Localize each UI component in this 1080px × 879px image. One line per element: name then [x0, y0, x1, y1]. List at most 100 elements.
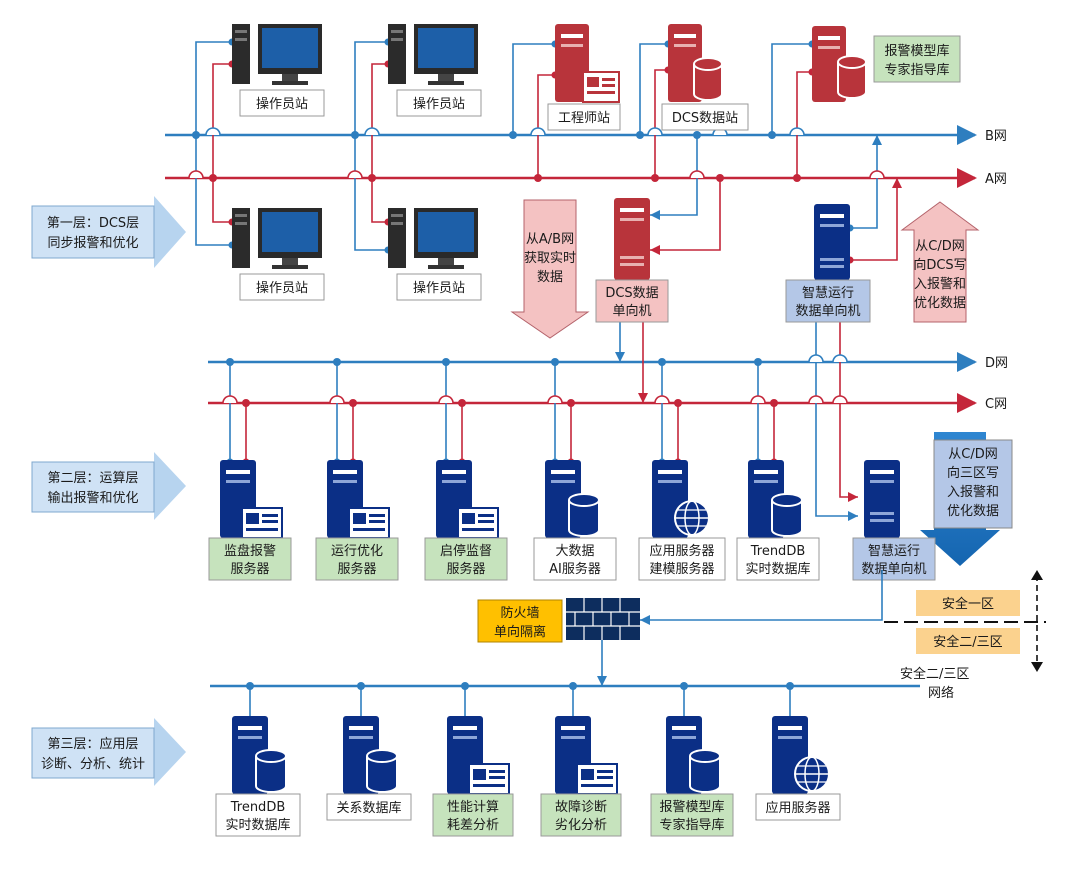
layer3-server-label-3-line1: 性能计算 [447, 800, 499, 815]
svg-text:输出报警和优化: 输出报警和优化 [47, 490, 138, 506]
layer3-server-label-4-box [540, 793, 622, 837]
firewall-icon [566, 598, 640, 640]
layer3-server-label-1-line2: 实时数据库 [225, 817, 290, 833]
layer2-server-label-3-line2: 服务器 [446, 561, 485, 577]
layer3-server-label-1-line1: TrendDB [230, 800, 286, 815]
dcs-oneway-label-1: DCS数据 [605, 286, 658, 301]
a-network-label: A网 [985, 172, 1007, 187]
database-icon [693, 57, 723, 101]
layer2-server-label-3-line1: 启停监督 [440, 543, 492, 559]
layer2-server-label-3-box [424, 537, 508, 581]
svg-text:入报警和: 入报警和 [947, 484, 999, 500]
operator-station-label-box-4 [396, 273, 482, 301]
layer3-server-label-4-line2: 劣化分析 [555, 818, 607, 833]
zone23-label: 安全二/三区 [933, 634, 1002, 650]
layer3-server-label-5-box [650, 793, 734, 837]
layer3-server-label-4-line1: 故障诊断 [555, 800, 607, 815]
arrow-from-ab: 从A/B网 获取实时 数据 [510, 199, 590, 339]
layer3-server-label-6-line1: 应用服务器 [765, 800, 830, 816]
database-icon [771, 493, 803, 537]
svg-text:同步报警和优化: 同步报警和优化 [47, 235, 138, 251]
layer3-server-5 [666, 716, 721, 794]
display-panel-icon [576, 763, 618, 795]
layer2-server-label-5-line2: 建模服务器 [649, 561, 714, 577]
svg-text:第二层：运算层: 第二层：运算层 [47, 471, 138, 486]
layer2-label: 第二层：运算层 输出报警和优化 [31, 452, 186, 520]
layer2-server-7 [864, 460, 900, 538]
operator-workstation-1 [232, 24, 322, 85]
alarm-lib-top-label-box [873, 35, 961, 83]
svg-text:诊断、分析、统计: 诊断、分析、统计 [41, 757, 145, 772]
safety-zones: 安全一区 安全二/三区 [884, 570, 1046, 672]
layer3-server-label-2-box [326, 793, 412, 821]
layer1-label: 第一层：DCS层 同步报警和优化 [31, 196, 186, 268]
svg-text:第三层：应用层: 第三层：应用层 [47, 736, 138, 752]
layer2-server-label-4-box [533, 537, 617, 581]
engineer-station-server [555, 24, 620, 103]
firewall-label-2: 单向隔离 [494, 624, 546, 640]
server-icon [555, 24, 589, 102]
svg-text:获取实时: 获取实时 [524, 251, 576, 266]
layer2-server-4 [545, 460, 600, 538]
svg-text:向三区写: 向三区写 [947, 465, 999, 481]
smart-oneway-top-label-box [785, 279, 871, 323]
layer3-server-label-6-box [755, 793, 841, 821]
layer2-server-6 [748, 460, 803, 538]
layer3-server-label-3-box [432, 793, 514, 837]
svg-text:入报警和: 入报警和 [914, 276, 966, 292]
svg-text:从A/B网: 从A/B网 [526, 232, 574, 247]
operator-station-label-4: 操作员站 [413, 280, 465, 296]
layer2-server-label-6-line2: 实时数据库 [745, 561, 810, 577]
layer3-server-label-5-line1: 报警模型库 [659, 799, 724, 815]
layer2-server-1 [220, 460, 283, 539]
layer3-server-1 [232, 716, 287, 794]
layer2-server-label-5-line1: 应用服务器 [649, 543, 714, 559]
layer2-server-3 [436, 460, 499, 539]
operator-station-label-box-2 [396, 89, 482, 117]
alarm-lib-top-label-2: 专家指导库 [884, 62, 949, 78]
layer3-server-2 [343, 716, 398, 794]
svg-text:从C/D网: 从C/D网 [948, 447, 997, 462]
layer3-server-label-2-line1: 关系数据库 [336, 800, 401, 816]
dcs-data-station-label: DCS数据站 [672, 111, 738, 126]
layer2-server-label-2-box [315, 537, 399, 581]
svg-text:从C/D网: 从C/D网 [915, 239, 964, 254]
database-icon [255, 749, 287, 793]
alarm-lib-top-label-1: 报警模型库 [884, 43, 949, 59]
layer2-server-label-6-line1: TrendDB [750, 544, 806, 559]
operator-station-label-2: 操作员站 [413, 96, 465, 112]
smart-oneway-server-top [814, 204, 850, 280]
svg-text:向DCS写: 向DCS写 [913, 257, 966, 273]
layer3-server-label-5-line2: 专家指导库 [659, 817, 724, 833]
smart-oneway-top-label-1: 智慧运行 [802, 285, 854, 301]
alarm-model-server-top [812, 26, 867, 102]
layer3-server-3 [447, 716, 510, 795]
arrow-from-cd-to-zone3: 从C/D网 向三区写 入报警和 优化数据 [920, 432, 1013, 566]
connection-arrowheads [615, 135, 902, 521]
safety-network-label-1: 安全二/三区 [900, 666, 969, 682]
layer3-server-4 [555, 716, 618, 795]
dcs-oneway-server [614, 198, 650, 280]
operator-workstation-2 [388, 24, 478, 85]
svg-text:数据: 数据 [537, 270, 563, 285]
display-panel-icon [241, 507, 283, 539]
layer2-servers: 监盘报警服务器运行优化服务器启停监督服务器大数据AI服务器应用服务器建模服务器T… [208, 354, 936, 581]
layer2-server-5 [652, 460, 710, 538]
database-icon [366, 749, 398, 793]
operator-station-label-1: 操作员站 [256, 96, 308, 112]
firewall-label-1: 防火墙 [500, 605, 539, 621]
layer2-server-label-1-box [208, 537, 292, 581]
engineer-station-label: 工程师站 [558, 111, 610, 126]
database-icon [568, 493, 600, 537]
operator-station-label-3: 操作员站 [256, 280, 308, 296]
arrow-from-cd-to-dcs: 从C/D网 向DCS写 入报警和 优化数据 [900, 201, 980, 323]
display-panel-icon [457, 507, 499, 539]
layer2-server-label-1-line1: 监盘报警 [224, 543, 276, 559]
layer2-server-label-1-line2: 服务器 [230, 561, 269, 577]
layer3-server-label-3-line2: 耗差分析 [447, 818, 499, 833]
engineer-station-label-box [547, 103, 621, 131]
zone1-label: 安全一区 [942, 596, 994, 612]
globe-icon [674, 500, 710, 536]
layer2-server-label-4-line2: AI服务器 [549, 561, 601, 577]
